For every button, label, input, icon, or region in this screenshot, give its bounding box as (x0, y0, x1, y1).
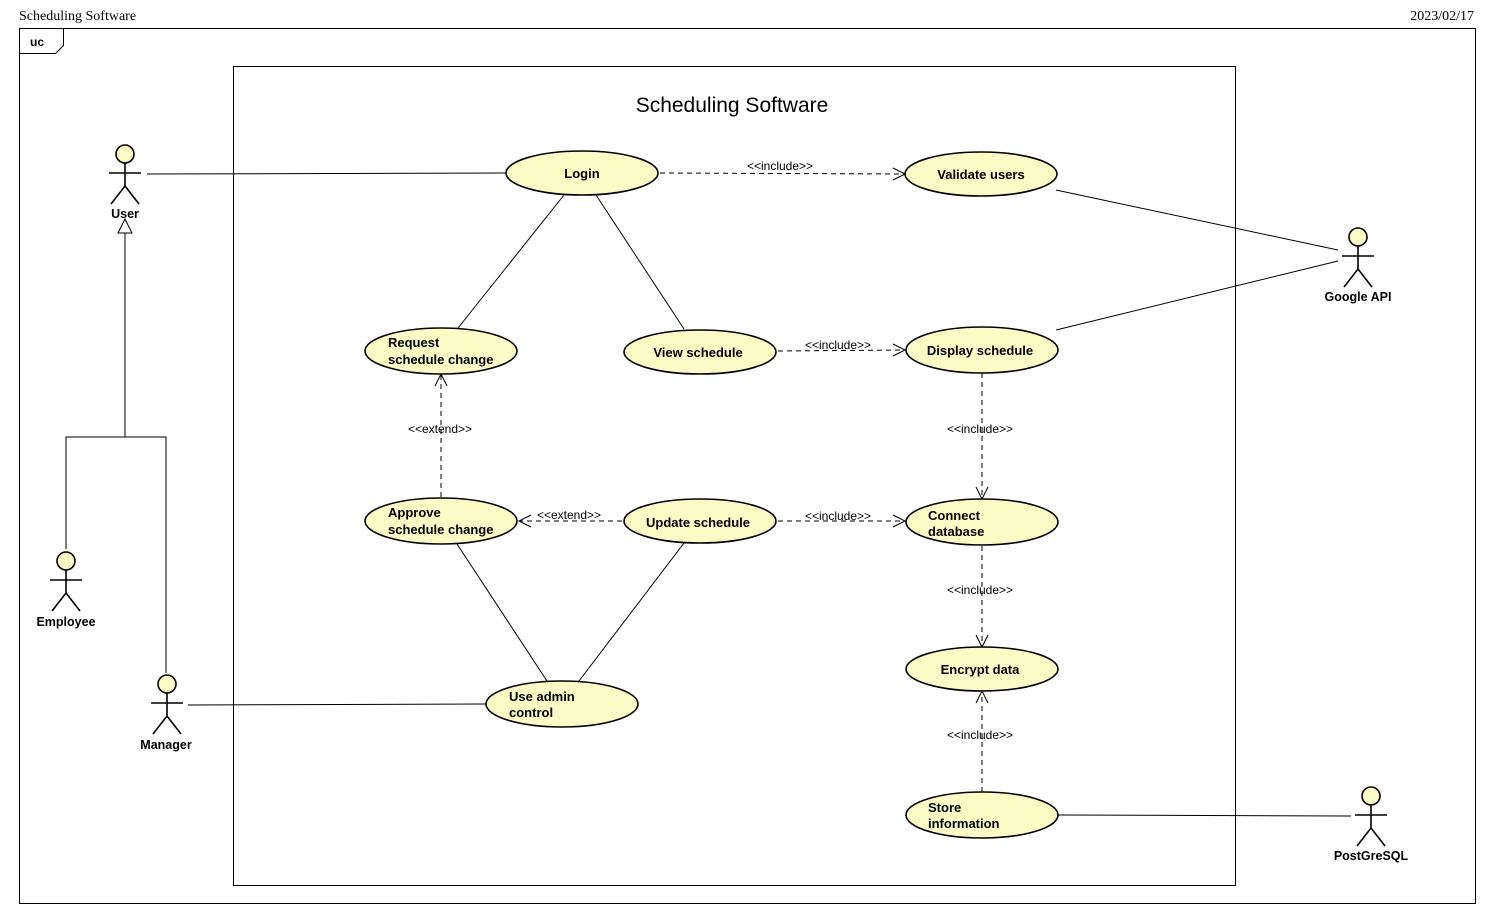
use-case-display-schedule[interactable]: Display schedule (905, 326, 1059, 374)
generalization-arrowhead (117, 217, 133, 234)
actor-label: User (111, 207, 139, 221)
actor-postgresql[interactable]: PostGreSQL (1334, 786, 1409, 863)
use-case-label: Update schedule (646, 515, 750, 530)
label-include-update-connect: <<include>> (805, 509, 871, 523)
label-include-view-display: <<include>> (805, 338, 871, 352)
actor-label: PostGreSQL (1334, 849, 1409, 863)
use-case-label: Login (564, 166, 599, 181)
label-include-login-validate: <<include>> (747, 159, 813, 173)
use-case-validate-users[interactable]: Validate users (904, 151, 1058, 197)
use-case-store-information[interactable]: Store information (905, 791, 1059, 839)
use-case-label: Validate users (937, 167, 1024, 182)
use-case-view-schedule[interactable]: View schedule (623, 329, 777, 375)
label-extend-approve-request: <<extend>> (408, 422, 472, 436)
use-case-label: Use admin (509, 689, 575, 704)
use-case-label: Approve (388, 505, 441, 520)
use-case-label: Display schedule (927, 343, 1033, 358)
generalization (65, 217, 167, 673)
actor-manager[interactable]: Manager (140, 674, 192, 752)
assoc-login-request (457, 194, 565, 329)
assoc-store-postgres (1057, 814, 1352, 817)
actor-label: Google API (1325, 290, 1392, 304)
use-case-update-schedule[interactable]: Update schedule (623, 498, 777, 544)
use-case-connect-database[interactable]: Connect database (905, 498, 1059, 546)
include-view-display (777, 349, 906, 352)
frame-tab-label: uc (30, 35, 44, 49)
actor-label: Manager (140, 738, 192, 752)
assoc-approve-admin (456, 543, 548, 682)
use-case-label: control (509, 705, 553, 720)
associations (146, 172, 1352, 817)
diagram-frame (19, 28, 1476, 904)
frame-tab (19, 28, 64, 54)
assoc-user-login (146, 172, 507, 175)
actor-user[interactable]: User (109, 144, 141, 221)
actor-employee[interactable]: Employee (36, 551, 96, 629)
assoc-display-google (1055, 260, 1339, 331)
system-boundary (233, 66, 1236, 886)
label-include-display-connect: <<include>> (947, 422, 1013, 436)
use-case-request-schedule-change[interactable]: Request schedule change (364, 327, 518, 375)
use-case-label: Store (928, 800, 961, 815)
assoc-update-admin (578, 542, 685, 682)
use-case-label: Encrypt data (941, 662, 1021, 677)
assoc-manager-admin (187, 703, 487, 706)
use-case-use-admin-control[interactable]: Use admin control (485, 680, 639, 728)
use-case-approve-schedule-change[interactable]: Approve schedule change (364, 497, 518, 545)
header-title: Scheduling Software (19, 9, 136, 24)
header-date: 2023/02/17 (1410, 9, 1474, 24)
assoc-validate-google (1055, 189, 1339, 251)
assoc-login-view (595, 194, 685, 330)
label-include-connect-encrypt: <<include>> (947, 583, 1013, 597)
use-case-label: View schedule (653, 345, 742, 360)
use-case-encrypt-data[interactable]: Encrypt data (905, 646, 1059, 692)
label-extend-update-approve: <<extend>> (537, 508, 601, 522)
use-case-label: database (928, 524, 984, 539)
actor-google-api[interactable]: Google API (1325, 227, 1392, 304)
actor-label: Employee (36, 615, 95, 629)
use-case-label: Request (388, 335, 440, 350)
system-name: Scheduling Software (636, 94, 829, 117)
use-case-label: schedule change (388, 522, 493, 537)
use-case-label: information (928, 816, 1000, 831)
label-include-store-encrypt: <<include>> (947, 728, 1013, 742)
use-case-label: schedule change (388, 352, 493, 367)
use-case-label: Connect (928, 508, 981, 523)
use-case-login[interactable]: Login (505, 150, 659, 196)
include-login-validate (659, 172, 906, 175)
